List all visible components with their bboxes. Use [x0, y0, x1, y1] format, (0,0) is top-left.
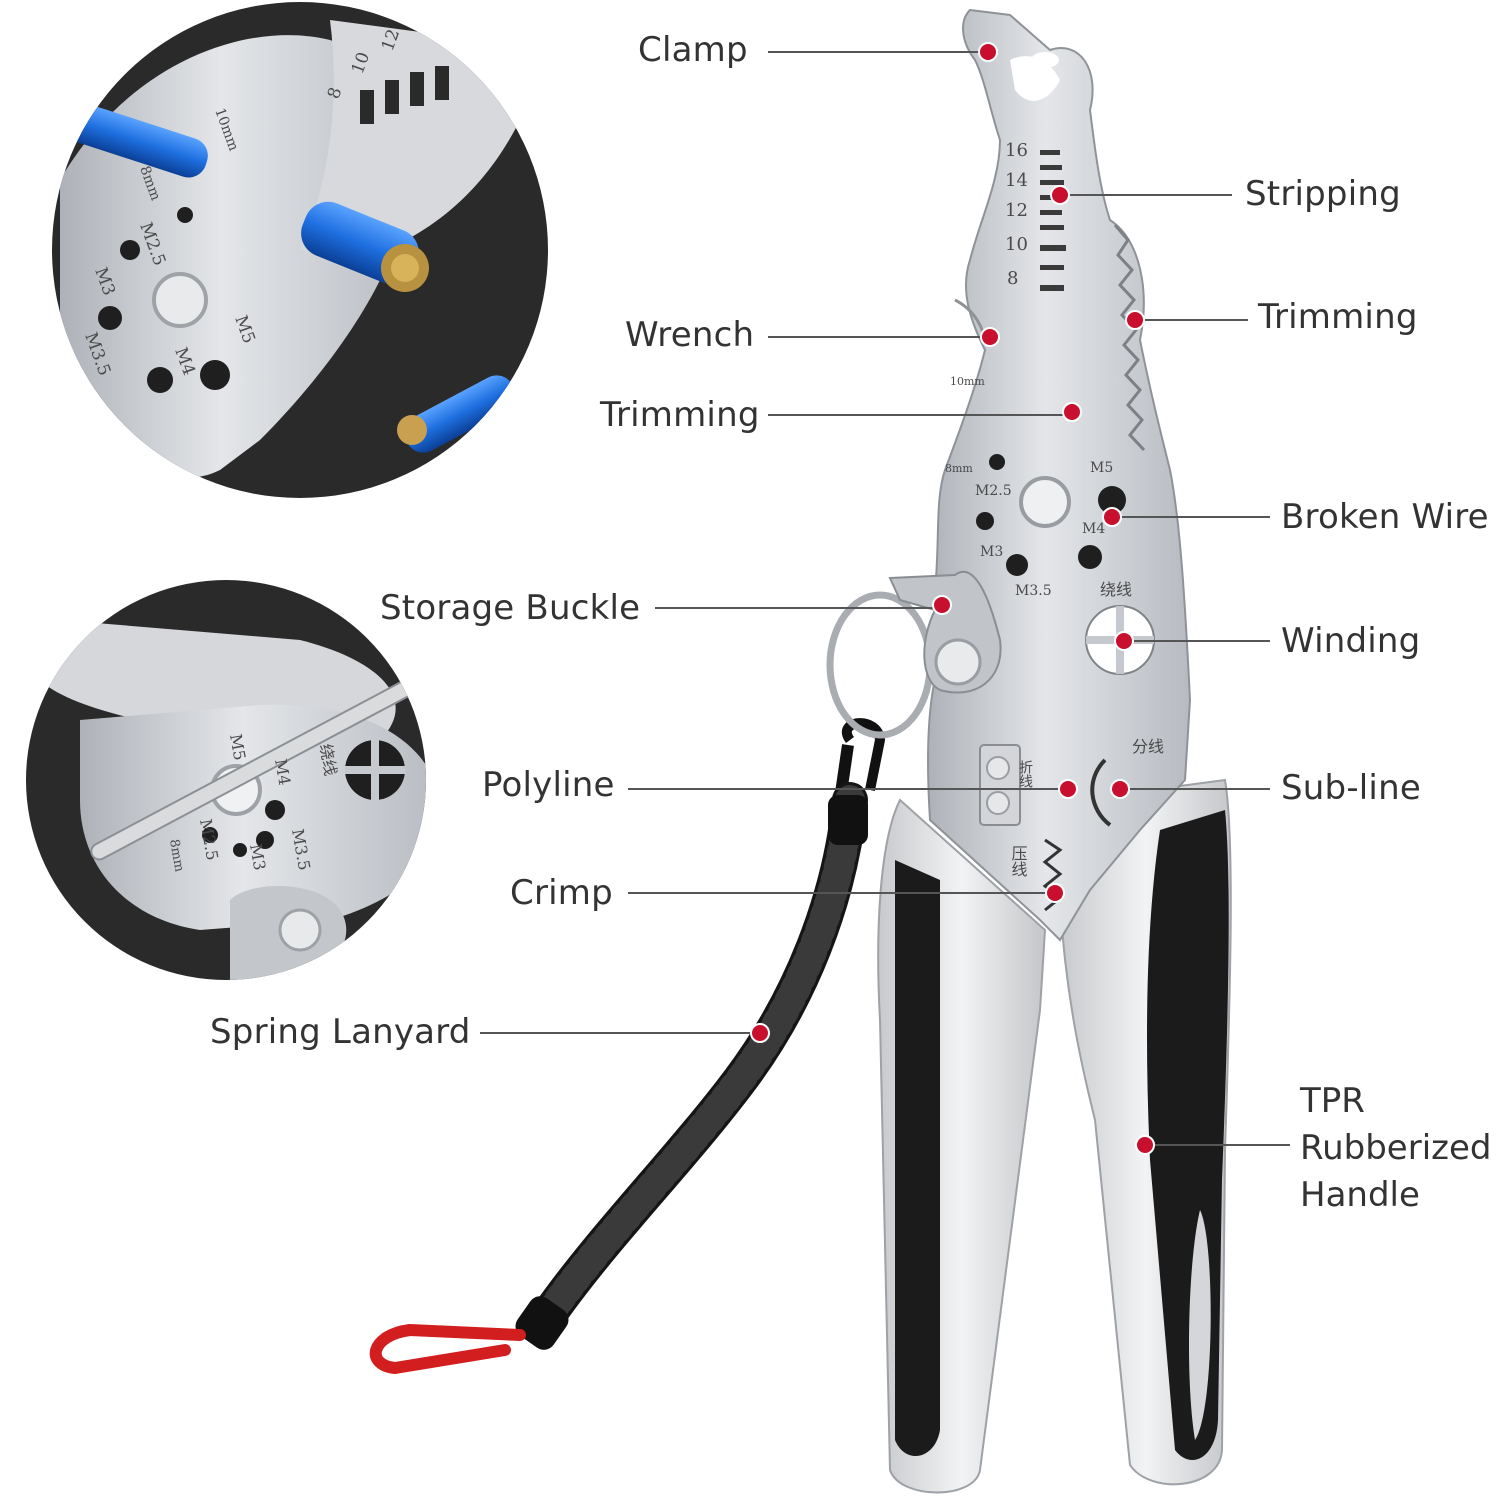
- chinese-polyline-mark: 折线: [1017, 760, 1033, 788]
- dot-crimp: [1045, 883, 1065, 903]
- spring-lanyard: [369, 718, 886, 1375]
- dot-trimming-left: [1062, 402, 1082, 422]
- dot-spring-lanyard: [750, 1023, 770, 1043]
- inset-top-wire-2: [301, 201, 429, 292]
- key-ring: [826, 591, 934, 739]
- dot-winding: [1114, 631, 1134, 651]
- gauge-14: 14: [1005, 170, 1028, 191]
- gauge-8: 8: [1007, 268, 1018, 289]
- size-8mm: 8mm: [945, 462, 973, 475]
- inset-top-holes: [98, 207, 230, 393]
- dot-polyline: [1058, 779, 1078, 799]
- subline-arc: [1090, 758, 1112, 827]
- dot-storage-buckle: [932, 595, 952, 615]
- pivot-rivet: [1019, 476, 1071, 528]
- pliers: 16 14 12 10 8 10mm 8mm M2.5 M3 M3.5 M4 M…: [877, 8, 1232, 1494]
- inset-top-wire-3: [397, 375, 516, 453]
- inset-bottom-buckle-rivet: [278, 908, 322, 952]
- inset-bottom-size-m3: M3: [246, 842, 269, 871]
- pivot-holes: [976, 454, 1126, 576]
- carabiner-icon: [369, 1323, 526, 1375]
- callout-dots: [750, 42, 1155, 1155]
- inset-bottom-size-m5: M5: [226, 732, 249, 761]
- callout-lines: [480, 51, 1290, 1146]
- inset-top-wire-1: [62, 102, 208, 178]
- inset-bottom-winding-hole: [345, 740, 405, 800]
- inset-bottom-size-8mm: 8mm: [166, 838, 186, 873]
- size-m25: M2.5: [975, 483, 1012, 499]
- gauge-12: 12: [1005, 200, 1028, 221]
- chinese-subline-mark: 分线: [1132, 737, 1164, 756]
- size-m5: M5: [1090, 460, 1113, 476]
- dot-clamp: [978, 42, 998, 62]
- dot-trimming-right: [1125, 310, 1145, 330]
- dot-sub-line: [1110, 779, 1130, 799]
- dot-broken-wire: [1102, 507, 1122, 527]
- inset-bottom-holes: [202, 800, 285, 857]
- inset-bottom-rod: [90, 671, 426, 861]
- gauge-10: 10: [1005, 234, 1028, 255]
- storage-buckle-rivet: [934, 638, 982, 686]
- trimming-edge: [1113, 224, 1146, 452]
- inset-bottom-magnifier: M5 M4 M2.5 M3 M3.5 8mm 绕线: [26, 580, 426, 980]
- inset-top-magnifier: 8 10 12 10mm 8mm M2.5 M3 M3.5 M4 M5: [52, 2, 548, 498]
- inset-top-upper-jaw: [300, 20, 520, 260]
- dot-stripping: [1050, 185, 1070, 205]
- size-m35: M3.5: [1015, 583, 1052, 599]
- inset-bottom-size-m4: M4: [271, 757, 294, 786]
- gauge-16: 16: [1005, 140, 1028, 161]
- left-handle-grip: [895, 860, 940, 1457]
- size-10mm: 10mm: [950, 375, 985, 388]
- dot-tpr-handle: [1135, 1135, 1155, 1155]
- dot-wrench: [980, 327, 1000, 347]
- chinese-crimp-mark: 压线: [1009, 845, 1028, 877]
- size-m3: M3: [980, 544, 1003, 560]
- chinese-winding-mark: 绕线: [1100, 580, 1132, 599]
- size-m4: M4: [1082, 521, 1105, 537]
- pliers-head: [927, 8, 1192, 942]
- inset-top-pivot: [152, 272, 208, 328]
